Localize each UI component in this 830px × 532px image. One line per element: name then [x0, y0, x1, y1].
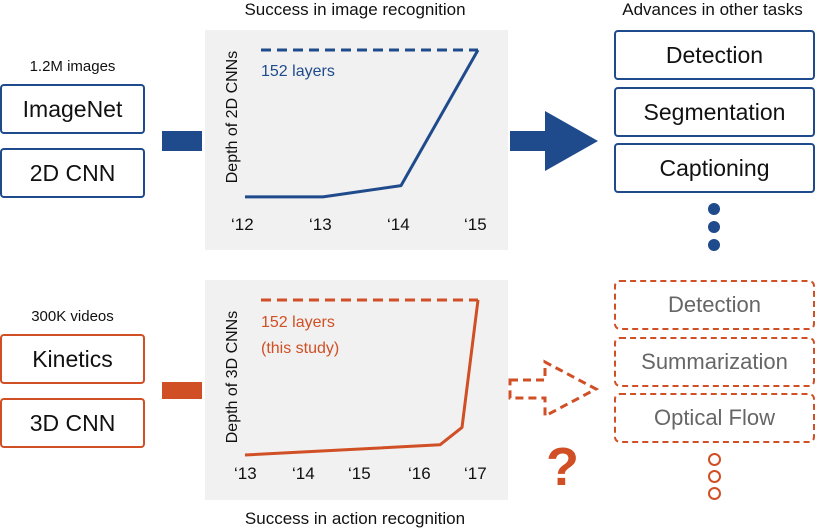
top-chart-series-line: [245, 49, 480, 199]
task-detection-box: Detection: [614, 30, 815, 80]
more-tasks-dots-orange: [708, 453, 722, 503]
bottom-chart-x-tick: ‘13: [234, 464, 257, 483]
future-optical-flow-box: Optical Flow: [614, 393, 815, 443]
task-captioning-box: Captioning: [614, 143, 815, 193]
top-connector-bar: [162, 131, 202, 151]
bottom-chart-x-tick: ‘14: [292, 464, 315, 483]
top-solid-arrow: [510, 111, 598, 171]
bottom-dashed-arrow: [508, 359, 600, 419]
kinetics-size-note: 300K videos: [31, 308, 114, 325]
bottom-chart-panel: [205, 280, 508, 500]
bottom-chart-annotation: 152 layers: [261, 314, 335, 331]
bottom-connector-bar: [162, 382, 202, 399]
top-chart-title: Success in image recognition: [244, 0, 466, 19]
bottom-chart-x-tick: ‘15: [348, 464, 371, 483]
future-summarization-box: Summarization: [614, 337, 815, 387]
imagenet-box: ImageNet: [0, 84, 145, 134]
bottom-chart-x-tick: ‘17: [464, 464, 487, 483]
top-chart-x-tick: ‘15: [464, 215, 487, 234]
bottom-chart-title: Success in action recognition: [244, 509, 466, 528]
3d-cnn-box: 3D CNN: [0, 398, 145, 448]
kinetics-box: Kinetics: [0, 334, 145, 384]
bottom-chart-x-tick: ‘16: [408, 464, 431, 483]
bottom-chart-series-line: [244, 299, 480, 457]
question-mark: ?: [546, 437, 579, 497]
bottom-chart-plot: [244, 298, 480, 457]
imagenet-size-note: 1.2M images: [29, 58, 116, 75]
top-chart-x-tick: ‘14: [387, 215, 410, 234]
top-chart-panel: [205, 30, 508, 250]
2d-cnn-box: 2D CNN: [0, 148, 145, 198]
top-chart-annotation: 152 layers: [261, 63, 335, 80]
more-tasks-dots-blue: [708, 203, 722, 253]
task-segmentation-box: Segmentation: [614, 87, 815, 137]
bottom-chart-annotation-sub: (this study): [261, 340, 340, 357]
top-chart-x-tick: ‘12: [231, 215, 254, 234]
right-panel-title: Advances in other tasks: [622, 0, 803, 19]
top-chart-x-tick: ‘13: [309, 215, 332, 234]
top-chart-plot: [245, 48, 480, 199]
future-detection-box: Detection: [614, 280, 815, 330]
